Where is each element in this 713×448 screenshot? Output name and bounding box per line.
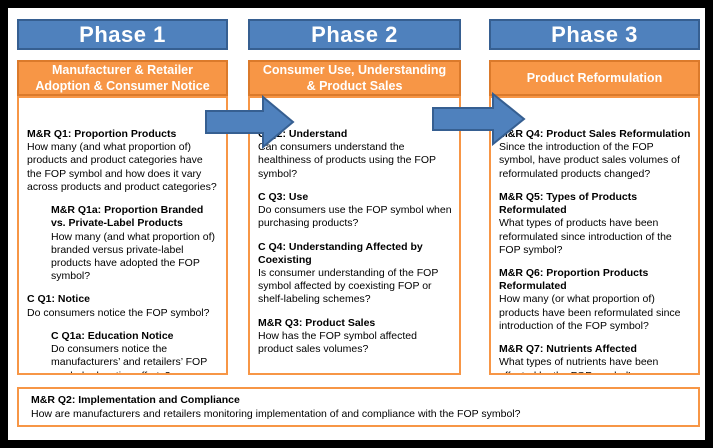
phase-3-title: Phase 3 <box>551 21 638 47</box>
question-block: M&R Q6: Proportion Products Reformulated… <box>499 267 691 333</box>
phase-2-content-box: C Q2: Understand Can consumers understan… <box>248 96 461 375</box>
question-block: C Q3: Use Do consumers use the FOP symbo… <box>258 191 452 231</box>
question-title: M&R Q5: Types of Products Reformulated <box>499 190 638 217</box>
phase-1-content-box: M&R Q1: Proportion Products How many (an… <box>17 96 228 375</box>
question-body: What types of nutrients have been affect… <box>499 356 659 373</box>
question-body: Since the introduction of the FOP symbol… <box>499 141 680 180</box>
question-body: Is consumer understanding of the FOP sym… <box>258 266 439 306</box>
arrow-right-icon <box>432 92 526 146</box>
question-title: M&R Q3: Product Sales <box>258 316 376 329</box>
question-body: Do consumers use the FOP symbol when pur… <box>258 204 452 230</box>
question-block: M&R Q3: Product Sales How has the FOP sy… <box>258 317 452 357</box>
phase-2-title: Phase 2 <box>311 21 398 47</box>
question-block: M&R Q1a: Proportion Branded vs. Private-… <box>51 204 219 283</box>
question-title: M&R Q1a: Proportion Branded vs. Private-… <box>51 204 204 230</box>
arrow-right-icon <box>205 95 295 149</box>
question-title: M&R Q4: Product Sales Reformulation <box>499 128 691 140</box>
question-body: What types of products have been reformu… <box>499 217 672 256</box>
question-block: M&R Q1: Proportion Products How many (an… <box>27 128 219 194</box>
phase-2-column: Phase 2 Consumer Use, Understanding & Pr… <box>248 19 461 375</box>
question-body: Do consumers notice the FOP symbol? <box>27 306 210 319</box>
question-title: M&R Q7: Nutrients Affected <box>499 343 637 356</box>
question-block: C Q1: Notice Do consumers notice the FOP… <box>27 293 219 319</box>
question-body: How many (and what proportion of) produc… <box>27 141 217 193</box>
question-body: Do consumers notice the manufacturers’ a… <box>51 343 208 373</box>
question-block: M&R Q4: Product Sales Reformulation Sinc… <box>499 128 691 181</box>
question-block: C Q4: Understanding Affected by Coexisti… <box>258 241 452 307</box>
phase-3-content-box: M&R Q4: Product Sales Reformulation Sinc… <box>489 96 700 375</box>
question-title: C Q1: Notice <box>27 293 91 306</box>
question-body: How has the FOP symbol affected product … <box>258 329 417 356</box>
phase-3-column: Phase 3 Product Reformulation M&R Q4: Pr… <box>489 19 700 375</box>
question-title: M&R Q6: Proportion Products Reformulated <box>499 266 649 293</box>
question-body: Can consumers understand the healthiness… <box>258 141 436 180</box>
question-body: How many (or what proportion of) product… <box>499 293 681 332</box>
question-title: C Q3: Use <box>258 190 309 203</box>
phase-1-header: Phase 1 <box>17 19 228 50</box>
phase-2-subtitle-line: & Product Sales <box>306 79 403 93</box>
question-title: C Q1a: Education Notice <box>51 329 174 342</box>
phase-3-subtitle-line: Product Reformulation <box>526 71 663 85</box>
footer-question-box: M&R Q2: Implementation and Compliance Ho… <box>17 387 700 427</box>
question-block: C Q2: Understand Can consumers understan… <box>258 128 452 181</box>
phase-1-subtitle-line: Manufacturer & Retailer <box>51 63 193 77</box>
question-block: M&R Q7: Nutrients Affected What types of… <box>499 343 691 373</box>
phase-1-subtitle: Manufacturer & Retailer Adoption & Consu… <box>17 60 228 96</box>
phase-2-subtitle: Consumer Use, Understanding & Product Sa… <box>248 60 461 96</box>
question-body: How many (and what proportion of) brande… <box>51 230 215 283</box>
phase-3-subtitle: Product Reformulation <box>489 60 700 96</box>
question-title: M&R Q1: Proportion Products <box>27 128 177 140</box>
phase-1-column: Phase 1 Manufacturer & Retailer Adoption… <box>17 19 228 375</box>
phase-2-header: Phase 2 <box>248 19 461 50</box>
question-body: How are manufacturers and retailers moni… <box>31 407 521 420</box>
question-title: C Q4: Understanding Affected by Coexisti… <box>258 240 423 266</box>
question-block: M&R Q5: Types of Products Reformulated W… <box>499 191 691 257</box>
question-title: M&R Q2: Implementation and Compliance <box>31 394 240 406</box>
phase-1-subtitle-line: Adoption & Consumer Notice <box>35 79 210 93</box>
phase-3-header: Phase 3 <box>489 19 700 50</box>
phase-1-title: Phase 1 <box>79 21 166 47</box>
question-block: C Q1a: Education Notice Do consumers not… <box>51 329 219 373</box>
phase-2-subtitle-line: Consumer Use, Understanding <box>262 63 447 77</box>
